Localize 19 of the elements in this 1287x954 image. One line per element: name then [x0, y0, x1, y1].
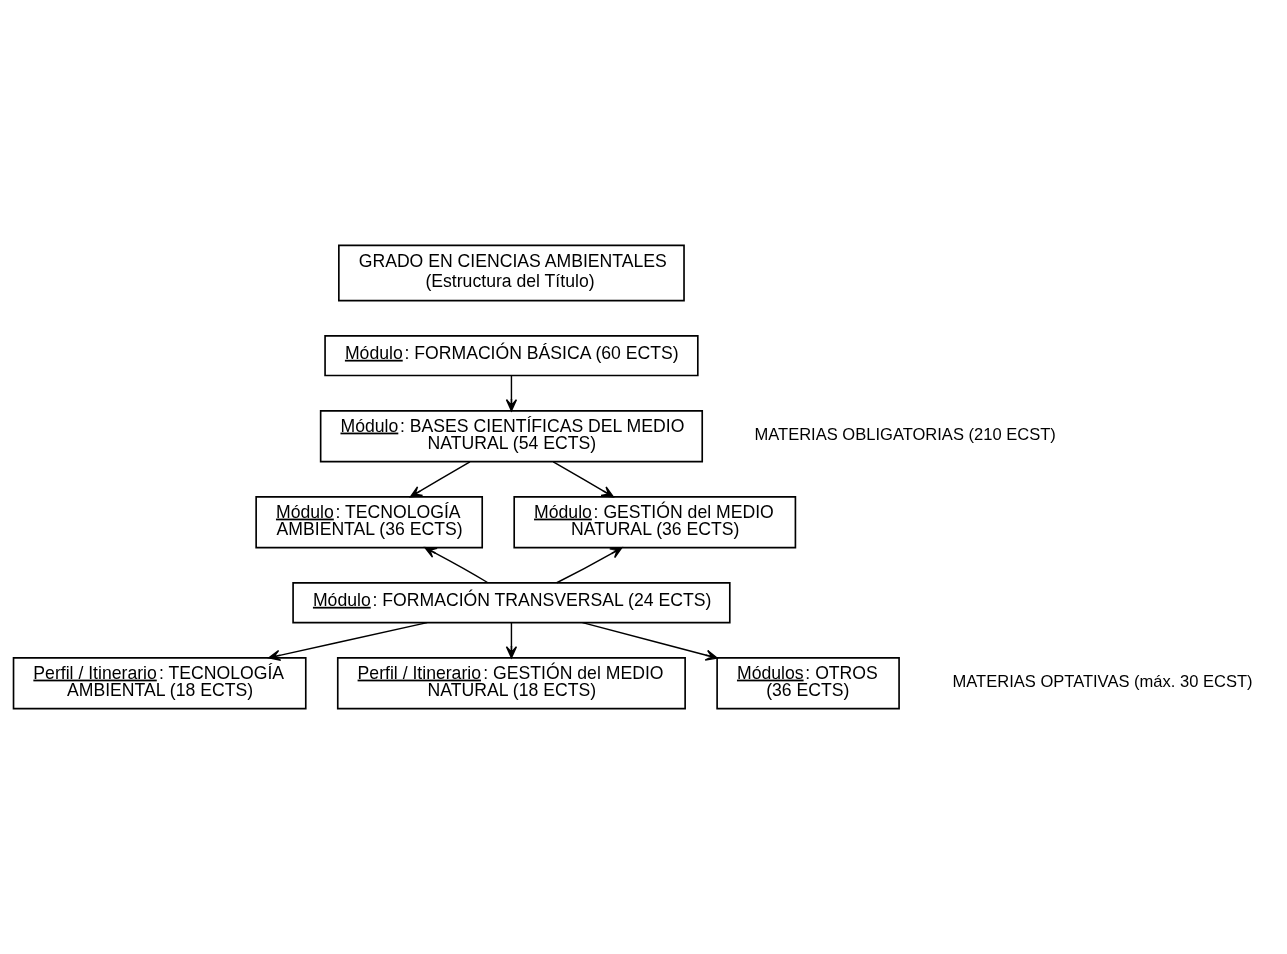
node-box: Módulos: OTROS (36 ECTS): [716, 657, 900, 710]
node-box: Módulo: FORMACIÓN TRANSVERSAL (24 ECTS): [292, 582, 731, 624]
arrow: [268, 621, 428, 661]
arrow: [581, 621, 718, 661]
arrow: [556, 546, 623, 584]
arrow: [424, 546, 489, 584]
node-box: Módulo: TECNOLOGÍA AMBIENTAL (36 ECTS): [255, 496, 484, 549]
node-box: Perfil / Itinerario: GESTIÓN del MEDIO NATURAL (18 ECTS): [336, 657, 686, 710]
arrow: [409, 461, 471, 498]
arrow: [505, 622, 518, 659]
node-box: Módulo: FORMACIÓN BÁSICA (60 ECTS): [324, 335, 699, 377]
node-box: GRADO EN CIENCIAS AMBIENTALES (Estructura del Título): [338, 244, 685, 302]
arrow: [552, 461, 614, 498]
arrow: [505, 375, 518, 412]
label: MATERIAS OPTATIVAS (máx. 30 ECST): [952, 672, 1253, 692]
node-box: Módulo: BASES CIENTÍFICAS DEL MEDIO NATURAL (54 ECTS): [319, 410, 704, 463]
node-box: Perfil / Itinerario: TECNOLOGÍA AMBIENTAL (18 ECTS): [12, 657, 307, 710]
label: MATERIAS OBLIGATORIAS (210 ECST): [754, 425, 1056, 445]
node-box: Módulo: GESTIÓN del MEDIO NATURAL (36 ECTS): [513, 496, 797, 549]
